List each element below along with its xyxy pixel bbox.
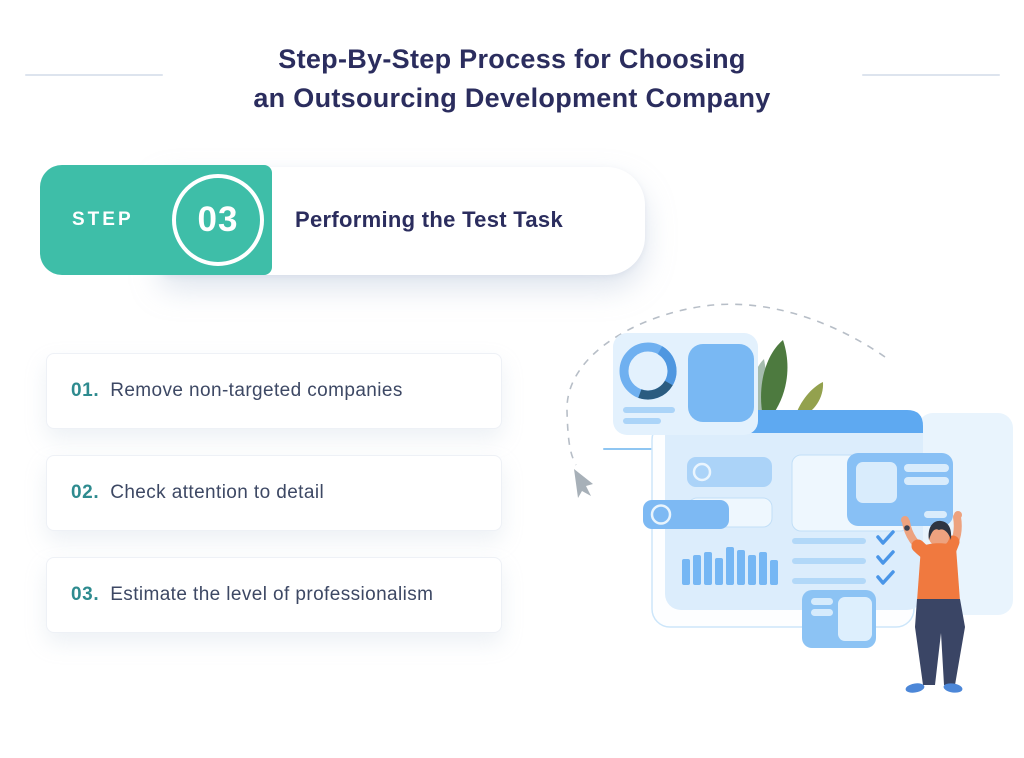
page-title-line1: Step-By-Step Process for Choosing [278,44,746,74]
bar-chart [682,547,778,585]
widget-card [802,590,876,648]
checklist-checkmarks [792,530,895,585]
list-item: 01. Remove non-targeted companies [46,353,502,429]
list-item-number: 02. [71,482,100,503]
title-decoration-line-right [862,74,1000,76]
list-item-text: Estimate the level of professionalism [110,584,434,605]
cursor-arrow-icon [574,469,593,498]
illustration [566,303,1013,693]
list-item: 03. Estimate the level of professionalis… [46,557,502,633]
list-item-number: 01. [71,380,100,401]
list-item: 02. Check attention to detail [46,455,502,531]
watch-icon [904,525,910,531]
toggle-pill-icon [687,457,772,487]
text-lines [623,407,675,424]
step-number-circle: 03 [172,174,264,266]
list-item-text: Remove non-targeted companies [110,380,403,401]
profile-card [847,453,953,526]
decor-line [603,448,658,450]
toggle-pill-icon [643,500,729,529]
step-title: Performing the Test Task [295,207,563,232]
step-badge-label: STEP [72,209,134,230]
donut-chart-icon [619,342,677,400]
list-item-number: 03. [71,584,100,605]
list-item-text: Check attention to detail [110,482,325,503]
page-title-line2: an Outsourcing Development Company [253,83,771,113]
step-badge: STEP 03 Performing the Test Task [40,165,645,275]
title-decoration-line-left [25,74,163,76]
person-figure [901,511,965,693]
dashed-path [566,303,886,466]
leaves [751,340,824,417]
blue-tile [688,344,754,422]
page-title: Step-By-Step Process for Choosing an Out… [0,40,1024,118]
